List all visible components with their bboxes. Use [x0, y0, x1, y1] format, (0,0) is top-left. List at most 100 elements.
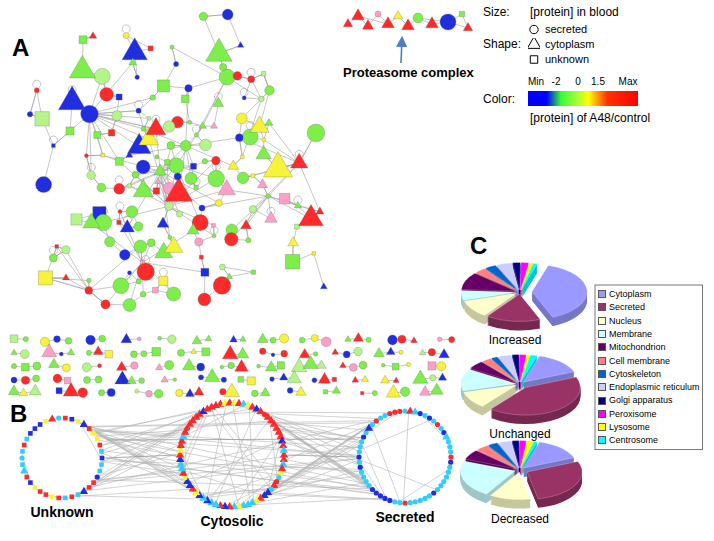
- protein-node: [67, 348, 74, 354]
- ring-circle: [22, 418, 102, 498]
- protein-node: [65, 338, 72, 345]
- protein-node: [139, 378, 145, 384]
- protein-node: [134, 222, 143, 231]
- interaction-line: [253, 407, 387, 499]
- protein-node: [220, 365, 224, 369]
- protein-node: [19, 388, 27, 395]
- protein-node: [38, 271, 52, 285]
- protein-node: [311, 334, 318, 341]
- protein-node: [84, 154, 88, 158]
- protein-node: [228, 362, 234, 368]
- legend-shape: [528, 38, 540, 50]
- protein-node: [181, 95, 189, 103]
- protein-node: [205, 335, 212, 341]
- protein-node: [166, 287, 180, 301]
- protein-node: [80, 487, 88, 494]
- interaction-line: [184, 474, 211, 502]
- protein-node: [49, 254, 57, 262]
- interaction-line: [142, 231, 193, 263]
- interaction-line: [30, 90, 37, 114]
- legend-heading: Color:: [483, 93, 515, 107]
- legend-row: Cytoskeleton: [598, 369, 661, 379]
- protein-node: [459, 11, 464, 16]
- interaction-line: [213, 407, 275, 484]
- protein-node: [112, 111, 122, 121]
- protein-node: [261, 72, 266, 77]
- legend-text: Mitochondrion: [609, 342, 666, 352]
- protein-node: [392, 363, 399, 370]
- interaction-line: [246, 498, 384, 505]
- protein-node: [147, 116, 151, 120]
- ring-title: Cytosolic: [176, 513, 288, 529]
- protein-node: [413, 370, 428, 383]
- protein-node: [398, 335, 406, 343]
- protein-node: [115, 157, 123, 165]
- protein-node: [97, 469, 102, 474]
- protein-node: [372, 391, 377, 396]
- protein-node: [201, 268, 209, 276]
- legend-shape: [528, 53, 540, 65]
- protein-node: [422, 496, 427, 501]
- protein-node: [387, 498, 392, 503]
- protein-node: [413, 499, 418, 504]
- protein-node: [153, 287, 159, 293]
- protein-node: [242, 96, 246, 100]
- protein-node: [132, 171, 139, 178]
- protein-node: [285, 254, 299, 268]
- protein-node: [154, 389, 163, 398]
- protein-node: [33, 426, 38, 431]
- interaction-line: [105, 263, 142, 305]
- protein-node: [86, 350, 91, 355]
- protein-node: [95, 214, 112, 231]
- protein-node: [251, 173, 256, 178]
- interaction-line: [222, 267, 253, 272]
- interaction-line: [196, 77, 227, 135]
- protein-node: [437, 362, 446, 371]
- protein-node: [352, 376, 359, 382]
- protein-node: [258, 179, 268, 188]
- protein-node: [55, 245, 59, 249]
- protein-node: [22, 443, 27, 448]
- protein-node: [235, 360, 248, 372]
- protein-node: [438, 426, 443, 431]
- legend-shape: [528, 23, 540, 35]
- protein-node: [11, 363, 16, 368]
- protein-node: [397, 500, 402, 505]
- interaction-line: [127, 171, 160, 227]
- callout-arrow: [401, 38, 402, 63]
- protein-node: [97, 183, 106, 192]
- protein-node: [177, 349, 184, 356]
- self-loop: [135, 101, 143, 108]
- protein-node: [406, 362, 410, 366]
- protein-node: [136, 160, 150, 174]
- protein-node: [122, 38, 147, 60]
- protein-node: [198, 293, 211, 306]
- protein-node: [10, 335, 18, 343]
- protein-node: [21, 376, 29, 384]
- protein-node: [397, 409, 402, 414]
- protein-node: [361, 434, 366, 439]
- protein-node: [8, 385, 19, 395]
- protein-node: [212, 234, 216, 238]
- protein-node: [59, 352, 63, 356]
- legend-swatch: [598, 303, 606, 311]
- legend-swatch: [598, 423, 606, 431]
- protein-node: [386, 385, 400, 398]
- protein-node: [137, 337, 141, 341]
- protein-node: [33, 485, 38, 490]
- protein-node: [233, 72, 242, 81]
- protein-node: [418, 498, 423, 503]
- protein-node: [95, 474, 100, 479]
- protein-node: [20, 449, 25, 454]
- scale-tick: Max: [619, 76, 638, 88]
- legend-text: unknown: [545, 53, 589, 66]
- protein-node: [134, 240, 147, 253]
- protein-node: [378, 416, 383, 421]
- protein-node: [256, 145, 271, 158]
- protein-node: [279, 193, 290, 204]
- pie-slice: [461, 290, 516, 300]
- protein-node: [419, 349, 425, 354]
- interaction-line: [209, 408, 271, 489]
- interaction-line: [359, 420, 431, 451]
